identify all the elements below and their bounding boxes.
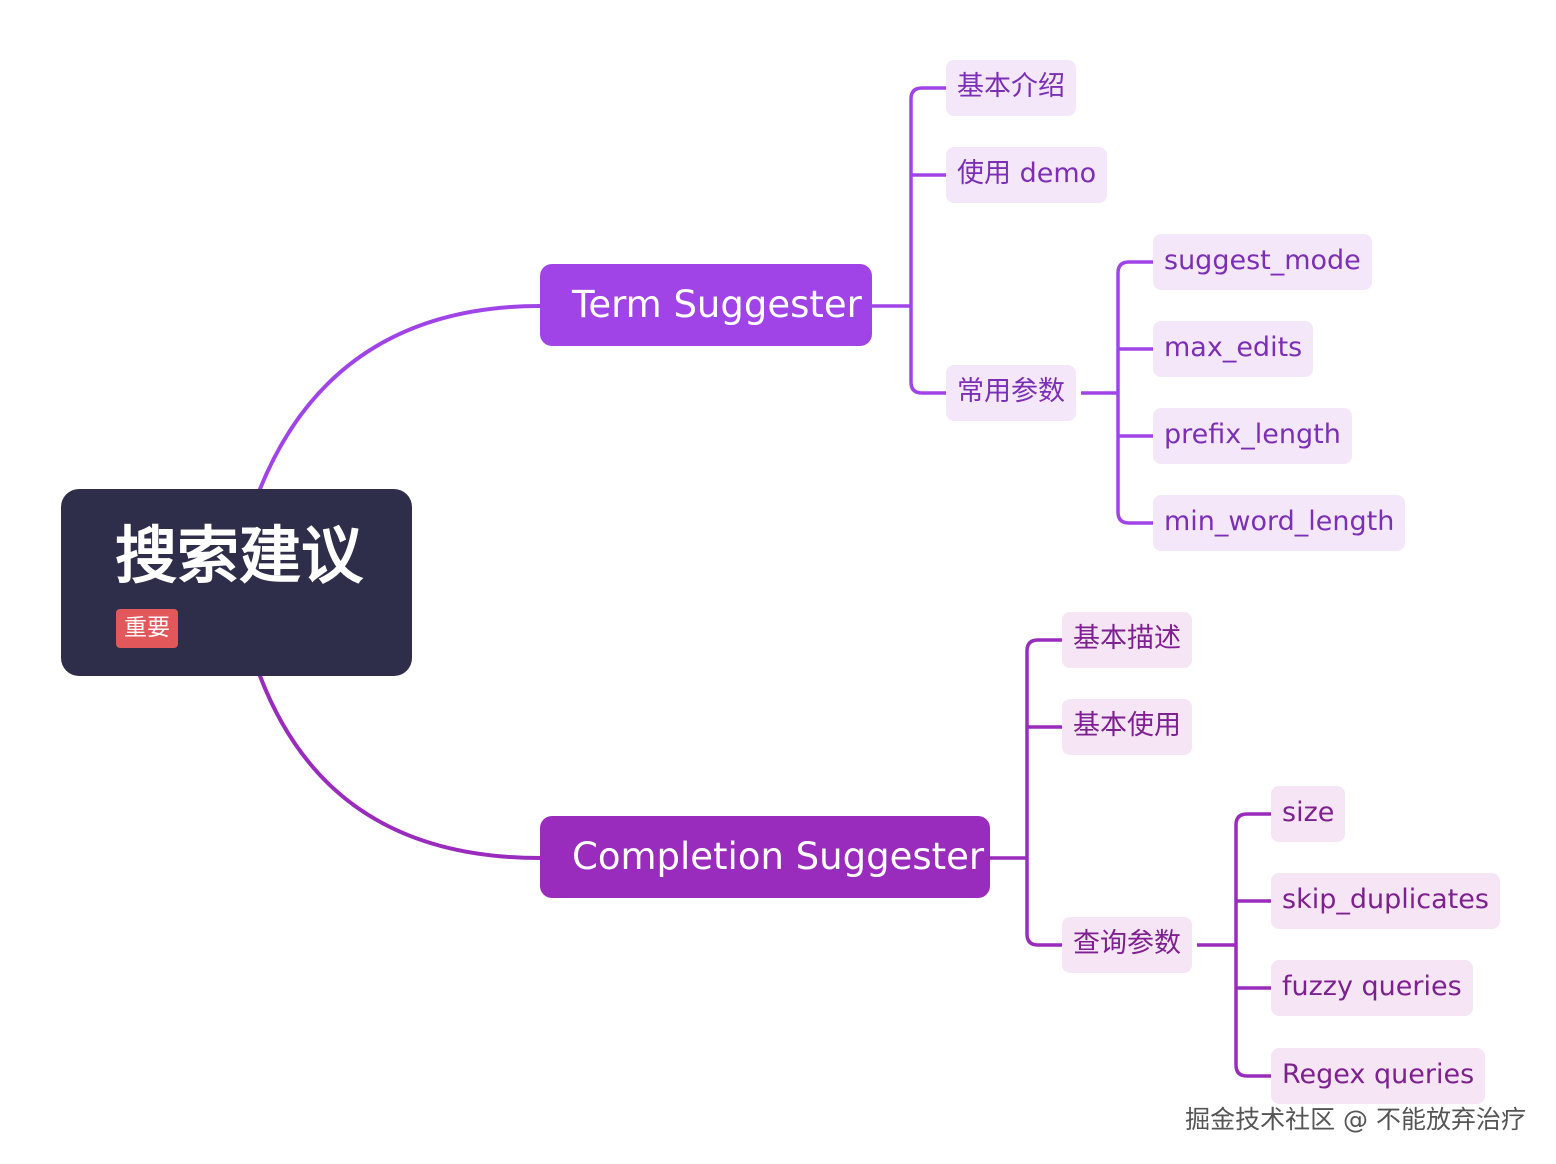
- watermark-text: 掘金技术社区 @ 不能放弃治疗: [1185, 1105, 1526, 1134]
- param-max-edits[interactable]: max_edits: [1153, 321, 1314, 377]
- param-regex-queries[interactable]: Regex queries: [1271, 1048, 1486, 1104]
- root-node[interactable]: 搜索建议 重要: [61, 489, 412, 676]
- param-min-word-length[interactable]: min_word_length: [1153, 495, 1406, 551]
- branch-completion-suggester[interactable]: Completion Suggester: [540, 816, 990, 898]
- connector-completion-params: [1197, 812, 1271, 1078]
- param-suggest-mode[interactable]: suggest_mode: [1153, 234, 1372, 290]
- priority-tag: 重要: [116, 609, 178, 648]
- param-size[interactable]: size: [1271, 786, 1346, 842]
- topic-usage-demo[interactable]: 使用 demo: [946, 147, 1108, 203]
- topic-query-params[interactable]: 查询参数: [1062, 917, 1192, 973]
- connector-root-term: [258, 304, 542, 491]
- connector-term-params: [1081, 260, 1153, 525]
- topic-basic-usage[interactable]: 基本使用: [1062, 699, 1192, 755]
- param-fuzzy-queries[interactable]: fuzzy queries: [1271, 960, 1473, 1016]
- topic-basic-description[interactable]: 基本描述: [1062, 612, 1192, 668]
- topic-common-params[interactable]: 常用参数: [946, 365, 1076, 421]
- topic-basic-intro[interactable]: 基本介绍: [946, 60, 1076, 116]
- branch-term-suggester[interactable]: Term Suggester: [540, 264, 872, 346]
- connector-completion-children: [990, 638, 1062, 947]
- connector-root-completion: [258, 674, 542, 860]
- param-skip-duplicates[interactable]: skip_duplicates: [1271, 873, 1500, 929]
- param-prefix-length[interactable]: prefix_length: [1153, 408, 1352, 464]
- root-title: 搜索建议: [115, 519, 364, 592]
- connector-term-children: [872, 86, 946, 395]
